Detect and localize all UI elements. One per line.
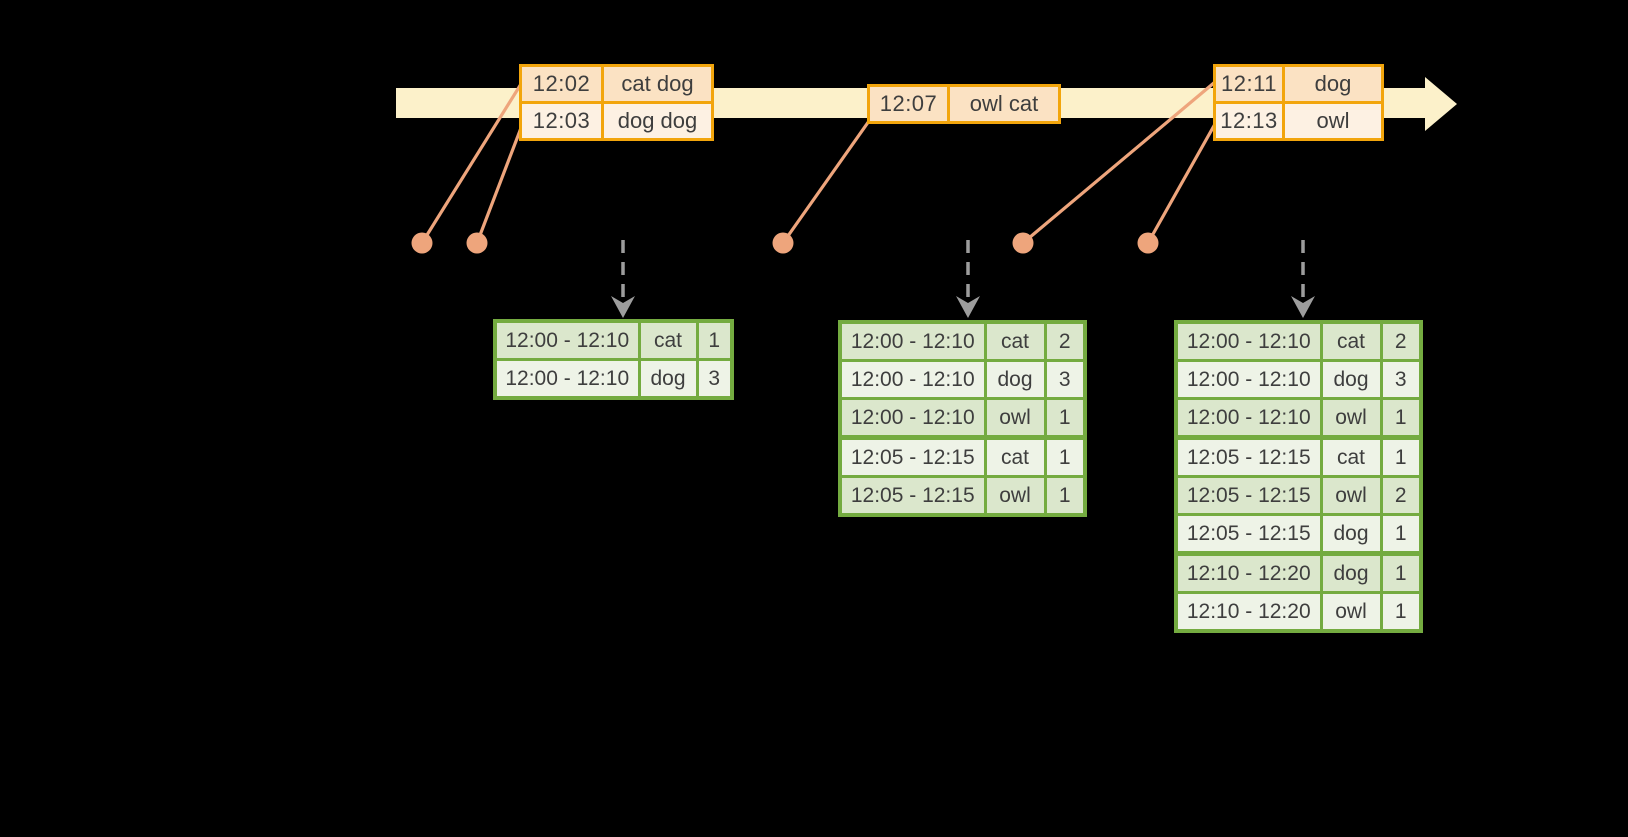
result-count: 1: [1379, 591, 1423, 633]
event-row: 12:03 dog dog: [519, 101, 714, 141]
trigger-arrow-icon-3: [1291, 240, 1315, 318]
event-dot-icon-1213: [1137, 232, 1159, 254]
result-window: 12:00 - 12:10: [493, 319, 641, 361]
event-table-1207: 12:07 owl cat: [867, 84, 1061, 124]
event-words: owl: [1282, 101, 1384, 141]
result-row: 12:05 - 12:15 cat 1: [1174, 435, 1423, 478]
result-row: 12:00 - 12:10 cat 1: [493, 319, 734, 361]
result-row: 12:10 - 12:20 dog 1: [1174, 551, 1423, 594]
result-word: dog: [637, 358, 699, 400]
result-window: 12:00 - 12:10: [1174, 397, 1323, 439]
result-count: 1: [1043, 397, 1087, 439]
result-count: 2: [1379, 475, 1423, 516]
result-count: 1: [1379, 397, 1423, 439]
result-word: owl: [1319, 475, 1383, 516]
result-row: 12:05 - 12:15 dog 1: [1174, 513, 1423, 555]
result-word: owl: [983, 397, 1047, 439]
event-time: 12:02: [519, 64, 604, 104]
result-window: 12:00 - 12:10: [838, 397, 987, 439]
result-word: dog: [1319, 359, 1383, 400]
result-row: 12:05 - 12:15 owl 2: [1174, 475, 1423, 516]
connector-line-event-1207: [781, 120, 871, 244]
result-row: 12:05 - 12:15 owl 1: [838, 475, 1087, 517]
result-count: 1: [1043, 475, 1087, 517]
result-window: 12:10 - 12:20: [1174, 591, 1323, 633]
event-time: 12:11: [1213, 64, 1285, 104]
result-word: cat: [1319, 435, 1383, 478]
result-word: cat: [983, 435, 1047, 478]
result-count: 3: [1043, 359, 1087, 400]
connector-line-event-1213: [1146, 123, 1217, 244]
connector-line-event-1211: [1021, 80, 1217, 245]
result-window: 12:05 - 12:15: [1174, 475, 1323, 516]
result-count: 1: [695, 319, 734, 361]
result-table-3: 12:00 - 12:10 cat 2 12:00 - 12:10 dog 3 …: [1174, 320, 1423, 633]
result-word: owl: [983, 475, 1047, 517]
result-row: 12:10 - 12:20 owl 1: [1174, 591, 1423, 633]
result-count: 1: [1043, 435, 1087, 478]
result-count: 2: [1379, 320, 1423, 362]
result-word: dog: [1319, 551, 1383, 594]
result-count: 3: [1379, 359, 1423, 400]
trigger-arrow-icon-2: [956, 240, 980, 318]
trigger-arrow-icon-1: [611, 240, 635, 318]
result-word: cat: [637, 319, 699, 361]
result-row: 12:00 - 12:10 cat 2: [1174, 320, 1423, 362]
event-words: cat dog: [601, 64, 714, 104]
result-table-2: 12:00 - 12:10 cat 2 12:00 - 12:10 dog 3 …: [838, 320, 1087, 517]
result-window: 12:00 - 12:10: [1174, 359, 1323, 400]
event-words: dog dog: [601, 101, 714, 141]
result-window: 12:00 - 12:10: [838, 320, 987, 362]
result-window: 12:00 - 12:10: [838, 359, 987, 400]
connector-line-event-1202: [420, 83, 523, 244]
result-word: cat: [1319, 320, 1383, 362]
result-table-1: 12:00 - 12:10 cat 1 12:00 - 12:10 dog 3: [493, 319, 734, 400]
connector-line-event-1203: [475, 127, 523, 244]
result-count: 1: [1379, 513, 1423, 555]
result-row: 12:00 - 12:10 owl 1: [1174, 397, 1423, 439]
result-row: 12:00 - 12:10 dog 3: [838, 359, 1087, 400]
result-window: 12:00 - 12:10: [493, 358, 641, 400]
result-window: 12:05 - 12:15: [838, 475, 987, 517]
event-dot-icon-1207: [772, 232, 794, 254]
result-row: 12:00 - 12:10 dog 3: [493, 358, 734, 400]
result-count: 1: [1379, 551, 1423, 594]
result-window: 12:05 - 12:15: [838, 435, 987, 478]
result-row: 12:00 - 12:10 cat 2: [838, 320, 1087, 362]
result-count: 3: [695, 358, 734, 400]
event-row: 12:11 dog: [1213, 64, 1384, 104]
event-time: 12:07: [867, 84, 950, 124]
result-count: 1: [1379, 435, 1423, 478]
event-dot-icon-1202: [411, 232, 433, 254]
result-word: owl: [1319, 397, 1383, 439]
result-row: 12:05 - 12:15 cat 1: [838, 435, 1087, 478]
result-word: owl: [1319, 591, 1383, 633]
event-words: dog: [1282, 64, 1384, 104]
result-word: dog: [983, 359, 1047, 400]
result-window: 12:05 - 12:15: [1174, 513, 1323, 555]
event-row: 12:13 owl: [1213, 101, 1384, 141]
result-count: 2: [1043, 320, 1087, 362]
event-time: 12:13: [1213, 101, 1285, 141]
event-words: owl cat: [947, 84, 1061, 124]
result-word: cat: [983, 320, 1047, 362]
event-dot-icon-1211: [1012, 232, 1034, 254]
result-window: 12:05 - 12:15: [1174, 435, 1323, 478]
result-window: 12:00 - 12:10: [1174, 320, 1323, 362]
timeline-arrow-icon: [1425, 77, 1457, 131]
event-table-1211-1213: 12:11 dog 12:13 owl: [1213, 64, 1384, 141]
event-row: 12:07 owl cat: [867, 84, 1061, 124]
result-word: dog: [1319, 513, 1383, 555]
result-window: 12:10 - 12:20: [1174, 551, 1323, 594]
event-time: 12:03: [519, 101, 604, 141]
event-row: 12:02 cat dog: [519, 64, 714, 104]
event-dot-icon-1203: [466, 232, 488, 254]
result-row: 12:00 - 12:10 owl 1: [838, 397, 1087, 439]
event-table-1202-1203: 12:02 cat dog 12:03 dog dog: [519, 64, 714, 141]
result-row: 12:00 - 12:10 dog 3: [1174, 359, 1423, 400]
